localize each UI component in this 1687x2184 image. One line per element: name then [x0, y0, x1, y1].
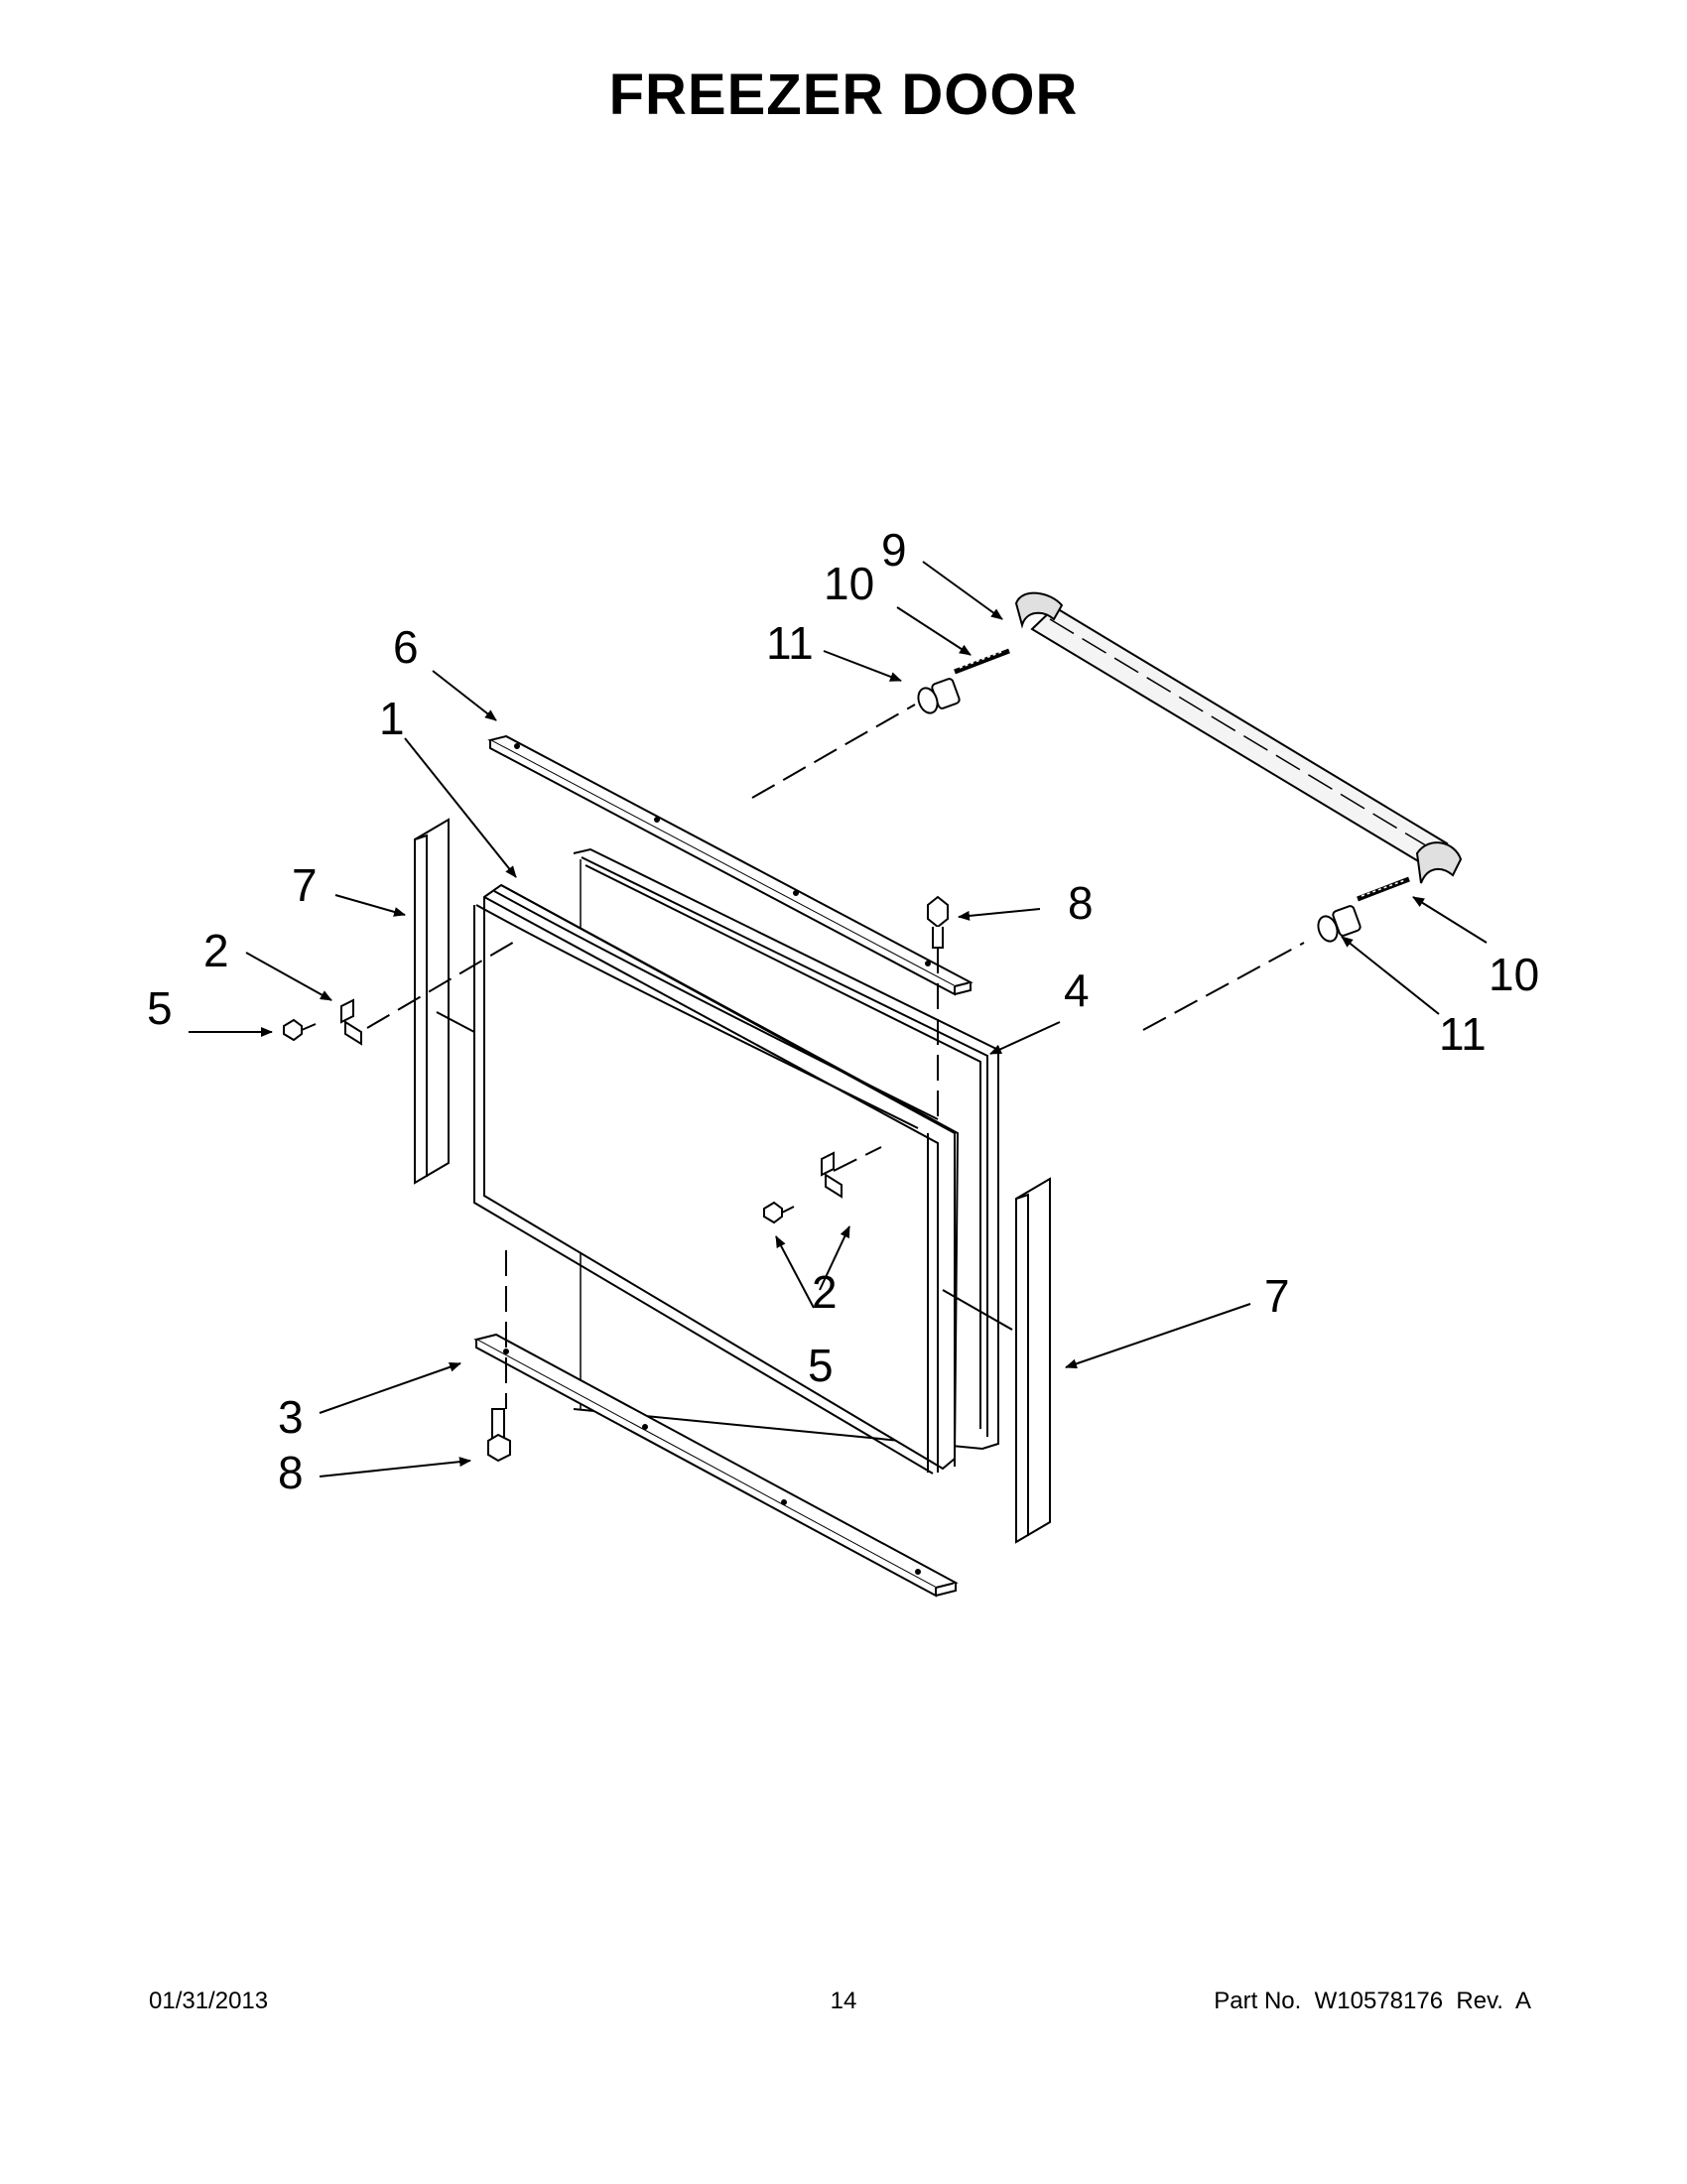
callout-arrows	[189, 561, 1488, 1477]
callout-11-top: 11	[766, 617, 814, 669]
footer-page-number: 14	[830, 1988, 857, 2014]
freezer-door	[473, 883, 960, 1475]
callout-5-right: 5	[808, 1340, 834, 1391]
callout-3: 3	[278, 1391, 304, 1443]
callout-11-bottom: 11	[1439, 1008, 1487, 1060]
callout-6: 6	[393, 621, 419, 673]
callout-4: 4	[1064, 964, 1090, 1016]
footer-date: 01/31/2013	[149, 1988, 269, 2014]
callout-7-left: 7	[292, 859, 318, 911]
handle-assembly	[1014, 591, 1463, 884]
callout-8-top: 8	[1068, 877, 1094, 929]
callout-1: 1	[379, 693, 405, 744]
side-trims	[414, 818, 1051, 1544]
callout-2-left: 2	[203, 925, 229, 976]
top-cap	[487, 734, 973, 996]
footer-part-number: Part No. W10578176 Rev. A	[1214, 1988, 1531, 2014]
callout-5-left: 5	[147, 982, 173, 1034]
assembly-lines	[366, 704, 1305, 1409]
callout-labels: 1 2 2 3 4 5 5 6 7 7 8 8 9 10 10 11 11	[147, 524, 1539, 1498]
callout-7-right: 7	[1264, 1270, 1290, 1322]
page-title: FREEZER DOOR	[608, 63, 1079, 127]
fasteners	[283, 895, 949, 1463]
handle-screws	[917, 648, 1410, 943]
callout-2-right: 2	[812, 1266, 838, 1318]
callout-10-top: 10	[824, 558, 874, 609]
callout-9: 9	[881, 524, 907, 576]
bottom-cap	[473, 1333, 959, 1598]
callout-8-bottom: 8	[278, 1447, 304, 1498]
callout-10-bottom: 10	[1489, 949, 1539, 1000]
